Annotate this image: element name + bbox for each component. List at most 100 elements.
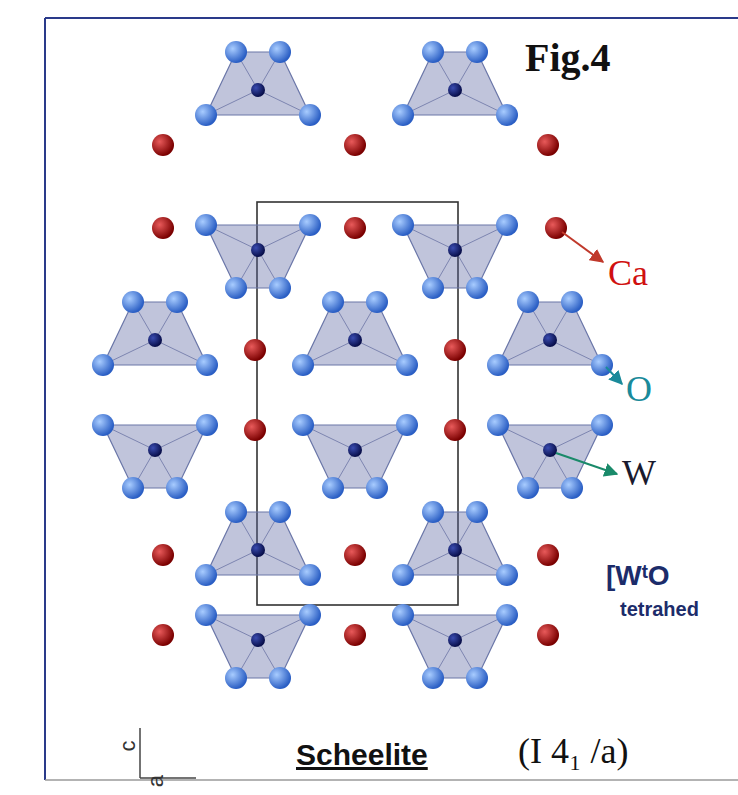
wo4-tetrahedron	[92, 414, 218, 499]
oxygen-atom	[92, 354, 114, 376]
wo4-tetrahedron	[392, 41, 518, 126]
oxygen-atom	[591, 414, 613, 436]
oxygen-atom	[392, 214, 414, 236]
tungsten-atom	[251, 243, 265, 257]
calcium-atom	[152, 217, 174, 239]
oxygen-atom	[487, 354, 509, 376]
oxygen-atom	[195, 214, 217, 236]
oxygen-atom	[195, 604, 217, 626]
tungsten-atom	[543, 443, 557, 457]
oxygen-atom	[392, 564, 414, 586]
calcium-atom	[152, 134, 174, 156]
oxygen-atom	[322, 291, 344, 313]
wo4-tetrahedron	[487, 414, 613, 499]
oxygen-atom	[496, 604, 518, 626]
oxygen-atom	[466, 501, 488, 523]
polyhedron-label: tetrahed	[620, 598, 699, 621]
oxygen-atom	[487, 414, 509, 436]
oxygen-atom	[561, 291, 583, 313]
wo4-tetrahedron	[195, 214, 321, 299]
oxygen-atom	[466, 667, 488, 689]
calcium-atom	[152, 624, 174, 646]
oxygen-atom	[269, 667, 291, 689]
wo4-tetrahedron	[195, 41, 321, 126]
calcium-atom	[344, 544, 366, 566]
oxygen-atom	[299, 564, 321, 586]
calcium-atom	[537, 544, 559, 566]
wo4-tetrahedron	[392, 501, 518, 586]
oxygen-atom	[466, 41, 488, 63]
oxygen-atom	[225, 667, 247, 689]
tungsten-atom	[148, 333, 162, 347]
tungsten-atom	[148, 443, 162, 457]
calcium-atom	[444, 339, 466, 361]
axis-symbol	[140, 728, 196, 778]
polyhedron-label: [WᵗO	[606, 560, 670, 592]
tungsten-atom	[348, 333, 362, 347]
space-group: (I 4₁ /a)	[518, 730, 629, 772]
wo4-tetrahedron	[392, 604, 518, 689]
wo4-tetrahedron	[292, 414, 418, 499]
wo4-tetrahedron	[195, 501, 321, 586]
atom-label: W	[622, 452, 656, 494]
oxygen-atom	[299, 104, 321, 126]
oxygen-atom	[422, 667, 444, 689]
oxygen-atom	[322, 477, 344, 499]
oxygen-atom	[225, 41, 247, 63]
oxygen-atom	[166, 477, 188, 499]
oxygen-atom	[591, 354, 613, 376]
callout-arrow	[556, 453, 617, 474]
oxygen-atom	[299, 604, 321, 626]
wo4-tetrahedron	[195, 604, 321, 689]
atom-label: O	[626, 368, 652, 410]
oxygen-atom	[196, 354, 218, 376]
oxygen-atom	[466, 277, 488, 299]
wo4-tetrahedron	[487, 291, 613, 376]
tungsten-atom	[543, 333, 557, 347]
oxygen-atom	[122, 477, 144, 499]
oxygen-atom	[422, 277, 444, 299]
tungsten-atom	[448, 243, 462, 257]
oxygen-atom	[269, 41, 291, 63]
oxygen-atom	[196, 414, 218, 436]
oxygen-atom	[269, 501, 291, 523]
oxygen-atom	[299, 214, 321, 236]
oxygen-atom	[396, 354, 418, 376]
tungsten-atom	[448, 543, 462, 557]
oxygen-atom	[166, 291, 188, 313]
axis-label: a	[143, 775, 169, 787]
oxygen-atom	[366, 477, 388, 499]
oxygen-atom	[496, 104, 518, 126]
calcium-atom	[545, 217, 567, 239]
tungsten-atom	[251, 83, 265, 97]
caption-panel	[258, 712, 738, 779]
wo4-tetrahedron	[92, 291, 218, 376]
callout-arrow	[562, 232, 603, 262]
calcium-atom	[244, 339, 266, 361]
tungsten-atom	[251, 543, 265, 557]
oxygen-atom	[366, 291, 388, 313]
oxygen-atom	[92, 414, 114, 436]
oxygen-atom	[392, 604, 414, 626]
oxygen-atom	[561, 477, 583, 499]
oxygen-atom	[517, 291, 539, 313]
calcium-atom	[344, 217, 366, 239]
figure-title: Fig.4	[525, 34, 611, 81]
tungsten-atom	[448, 83, 462, 97]
tungsten-atom	[348, 443, 362, 457]
wo4-tetrahedron	[392, 214, 518, 299]
oxygen-atom	[269, 277, 291, 299]
mineral-name: Scheelite	[296, 738, 428, 772]
calcium-atom	[344, 134, 366, 156]
oxygen-atom	[422, 501, 444, 523]
axis-label: c	[115, 741, 141, 752]
calcium-atom	[344, 624, 366, 646]
oxygen-atom	[195, 564, 217, 586]
calcium-atom	[152, 544, 174, 566]
oxygen-atom	[292, 354, 314, 376]
wo4-tetrahedron	[292, 291, 418, 376]
oxygen-atom	[225, 277, 247, 299]
calcium-atom	[444, 419, 466, 441]
oxygen-atom	[292, 414, 314, 436]
